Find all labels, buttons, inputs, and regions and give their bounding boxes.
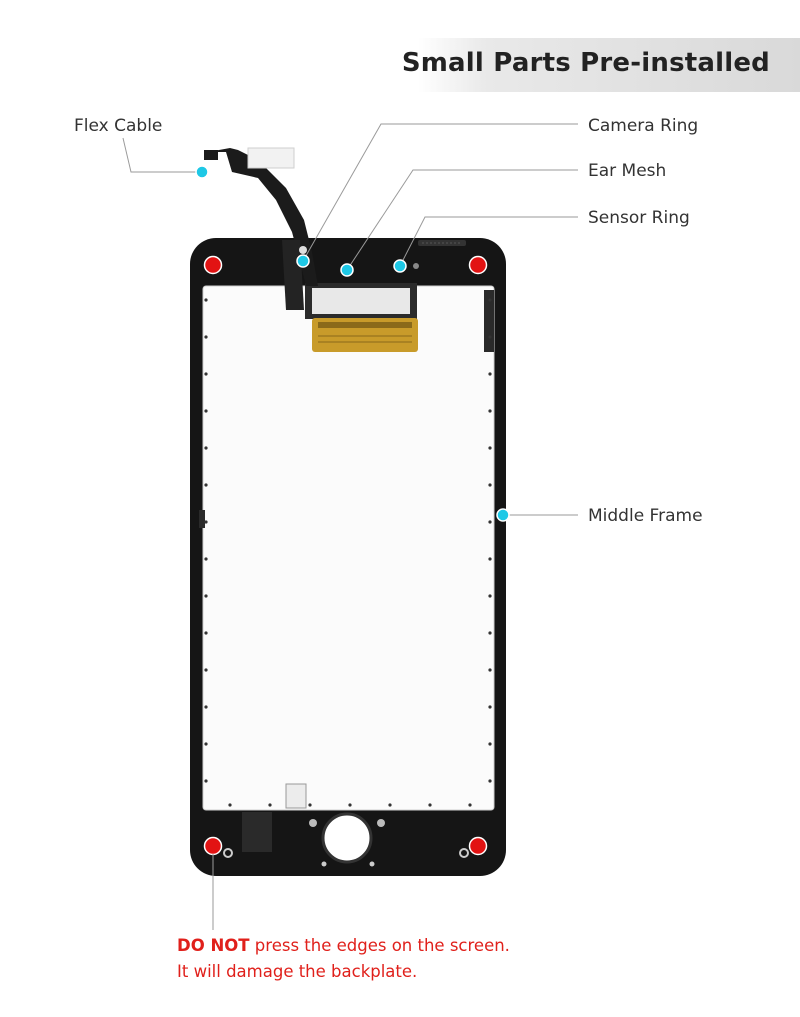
frame-dot	[428, 803, 432, 807]
frame-dot	[488, 705, 492, 709]
frame-dot	[488, 779, 492, 783]
top-bracket-window	[312, 288, 410, 314]
label-middle-frame: Middle Frame	[588, 506, 703, 526]
leader-flex-cable	[122, 137, 202, 173]
warning-note: DO NOT press the edges on the screen. It…	[177, 933, 510, 985]
frame-dot	[308, 803, 312, 807]
leader-sensor-ring	[399, 216, 578, 267]
frame-dot	[204, 742, 208, 746]
callout-dot-sensor-ring	[393, 259, 407, 273]
frame-dot	[488, 520, 492, 524]
left-tab	[199, 510, 205, 528]
pressure-point-top-left	[203, 255, 223, 275]
pressure-point-bottom-left	[203, 836, 223, 856]
label-ear-mesh: Ear Mesh	[588, 161, 667, 181]
leader-camera-ring	[302, 123, 578, 262]
banner-title: Small Parts Pre-installed	[401, 48, 770, 78]
callout-dot-middle-frame	[496, 508, 510, 522]
leader-ear-mesh	[346, 169, 578, 271]
warning-line-2: It will damage the backplate.	[177, 962, 418, 981]
frame-dot	[488, 298, 492, 302]
display-panel	[202, 285, 495, 811]
frame-dot	[488, 594, 492, 598]
home-button-ring	[321, 812, 373, 864]
frame-dot	[204, 668, 208, 672]
frame-dot	[204, 557, 208, 561]
pressure-point-bottom-right	[468, 836, 488, 856]
frame-dot	[204, 520, 208, 524]
frame-dot	[204, 594, 208, 598]
frame-dot	[488, 335, 492, 339]
frame-dot	[488, 668, 492, 672]
frame-dot	[204, 631, 208, 635]
frame-dot	[488, 372, 492, 376]
frame-dot	[348, 803, 352, 807]
frame-dot	[468, 803, 472, 807]
frame-dot	[204, 298, 208, 302]
frame-dot	[488, 446, 492, 450]
bottom-bracket	[285, 783, 307, 809]
frame-dot	[488, 483, 492, 487]
frame-dot	[204, 409, 208, 413]
label-flex-cable: Flex Cable	[74, 116, 163, 136]
frame-dot	[228, 803, 232, 807]
warning-emphasis: DO NOT	[177, 936, 250, 955]
frame-dot	[488, 409, 492, 413]
frame-dot	[204, 779, 208, 783]
frame-dot	[488, 631, 492, 635]
frame-dot	[204, 483, 208, 487]
warning-line-1-text: press the edges on the screen.	[249, 936, 510, 955]
flex-cable-shape	[208, 148, 318, 286]
header-banner: Small Parts Pre-installed	[402, 38, 800, 92]
frame-dot	[488, 742, 492, 746]
label-camera-ring: Camera Ring	[588, 116, 699, 136]
frame-dots	[204, 298, 492, 807]
frame-dot	[204, 446, 208, 450]
pressure-point-top-right	[468, 255, 488, 275]
side-bracket	[484, 290, 494, 352]
frame-dot	[388, 803, 392, 807]
frame-dot	[204, 705, 208, 709]
flex-cable-tip	[247, 147, 295, 169]
frame-dot	[204, 372, 208, 376]
label-sensor-ring: Sensor Ring	[588, 208, 690, 228]
callout-dot-camera-ring	[296, 254, 310, 268]
warning-line-1: DO NOT press the edges on the screen.	[177, 933, 510, 959]
callout-dot-ear-mesh	[340, 263, 354, 277]
callout-dot-flex-cable	[195, 165, 209, 179]
frame-dot	[268, 803, 272, 807]
frame-dot	[488, 557, 492, 561]
frame-dot	[204, 335, 208, 339]
